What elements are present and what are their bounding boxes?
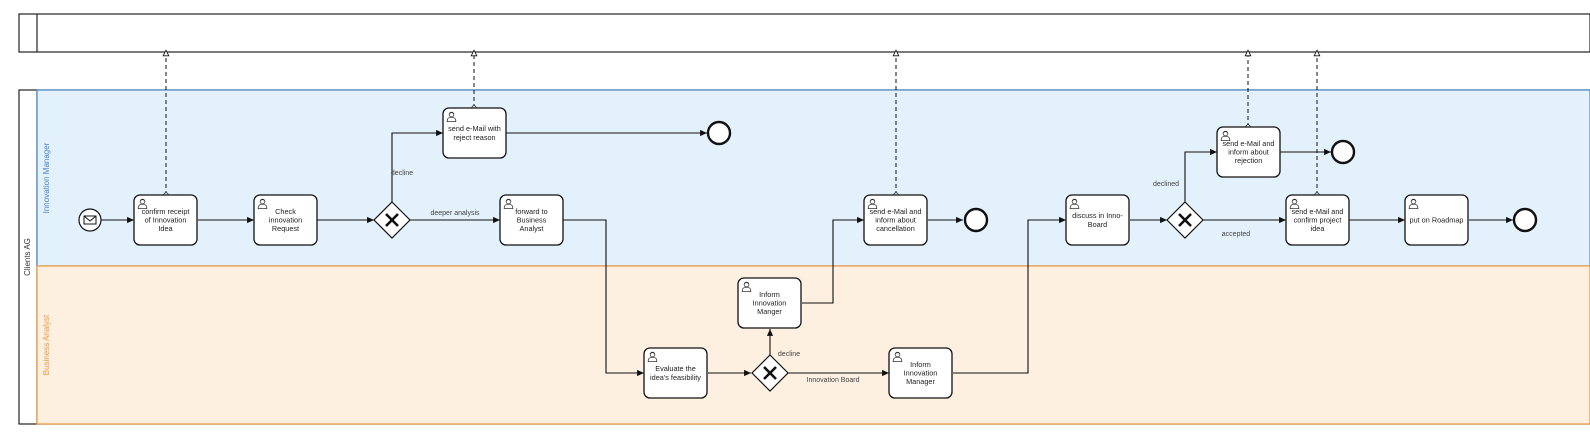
task-label: idea	[1311, 224, 1326, 233]
sequence-flow	[563, 219, 644, 377]
x-icon	[385, 213, 399, 227]
message-flows	[166, 53, 1317, 195]
task-label: Innovation	[753, 299, 787, 308]
task-label: inform about	[875, 216, 916, 225]
task-label: send e-Mail and	[1292, 207, 1344, 216]
end-event[interactable]	[963, 207, 989, 233]
task-label: discuss in Inno-	[1072, 211, 1123, 220]
task-label: Manager	[906, 377, 935, 386]
task-label: Manger	[757, 307, 782, 316]
task-label: send e-Mail and	[870, 207, 922, 216]
task-roadmap[interactable]: put on Roadmap	[1404, 194, 1469, 246]
task-label: Request	[272, 224, 299, 233]
task-label: Idea	[158, 224, 173, 233]
flow-label-declined: declined	[1153, 181, 1179, 188]
flow-label-accepted: accepted	[1222, 231, 1251, 238]
x-icon	[763, 366, 777, 380]
message-start-event[interactable]	[78, 208, 102, 232]
exclusive-gateway[interactable]	[751, 354, 789, 392]
sequence-flows	[101, 129, 1513, 377]
task-label: Board	[1088, 220, 1107, 229]
end-events	[706, 120, 1538, 233]
task-label: Inform	[910, 360, 931, 369]
lane-label-business-analyst: Business Analyst	[42, 314, 51, 375]
task-label: confirm receipt	[142, 207, 190, 216]
flow-label-deeper-analysis: deeper analysis	[430, 210, 480, 217]
end-event[interactable]	[1330, 139, 1356, 165]
task-label: Analyst	[520, 224, 544, 233]
x-icon	[1178, 213, 1192, 227]
task-label: forward to	[515, 207, 547, 216]
end-event[interactable]	[1512, 207, 1538, 233]
task-label: inform about	[1228, 148, 1269, 157]
collapsed-participant-pool[interactable]	[18, 13, 1590, 53]
pool-label: Clients AG	[23, 238, 32, 276]
task-label: Inform	[759, 290, 780, 299]
sequence-flow	[1184, 148, 1217, 202]
sequence-flow	[953, 216, 1066, 374]
flow-label-innovation-board: Innovation Board	[807, 377, 860, 384]
flow-labels: decline deeper analysis decline Innovati…	[391, 170, 1250, 384]
task-label: innovation	[269, 216, 302, 225]
task-label: Business	[517, 216, 547, 225]
task-label: Innovation	[904, 369, 938, 378]
task-label: send e-Mail with	[448, 124, 501, 133]
sequence-flow	[802, 216, 864, 304]
task-label: put on Roadmap	[1410, 216, 1464, 225]
task-label: rejection	[1235, 156, 1263, 165]
sequence-flow	[391, 129, 443, 202]
task-label: of Innovation	[145, 216, 187, 225]
task-label: Check	[275, 207, 296, 216]
task-label: cancellation	[876, 224, 915, 233]
task-label: idea's feasibility	[650, 373, 701, 382]
lane-business-analyst[interactable]: Business Analyst	[36, 265, 1590, 425]
task-label: confirm project	[1294, 216, 1342, 225]
gateways	[373, 201, 1204, 392]
flow-label-decline: decline	[778, 351, 800, 358]
end-event[interactable]	[706, 120, 732, 146]
task-label: Evaluate the	[655, 364, 696, 373]
task-label: send e-Mail and	[1223, 139, 1275, 148]
envelope-icon	[83, 215, 97, 225]
exclusive-gateway[interactable]	[373, 201, 411, 239]
lane-label-innovation-manager: Innovation Manager	[42, 142, 51, 213]
task-label: reject reason	[453, 133, 495, 142]
task-discuss[interactable]: discuss in Inno-Board	[1065, 194, 1130, 246]
flow-label-decline: decline	[391, 170, 413, 177]
exclusive-gateway[interactable]	[1166, 201, 1204, 239]
